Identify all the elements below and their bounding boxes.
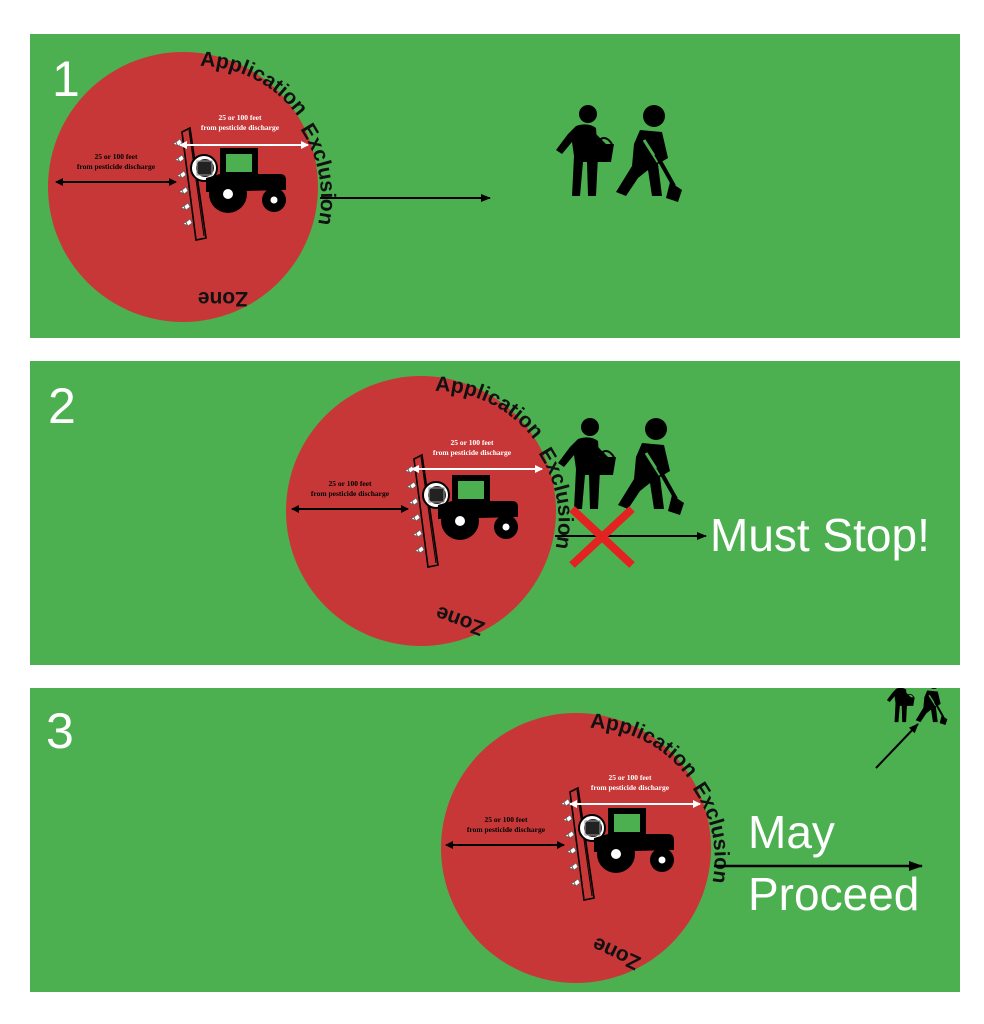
distance-label-left-line1: 25 or 100 feet — [485, 815, 528, 824]
workers-icon-small — [885, 688, 949, 726]
status-label-line2: Proceed — [748, 868, 919, 920]
status-label-line1: May — [748, 806, 835, 858]
distance-label-left-line1: 25 or 100 feet — [95, 152, 138, 161]
distance-label-forward-line2: from pesticide discharge — [433, 448, 512, 457]
distance-label-left-line1: 25 or 100 feet — [329, 479, 372, 488]
distance-label-forward-line1: 25 or 100 feet — [609, 773, 652, 782]
step-number: 3 — [46, 703, 74, 759]
panel-1-diagram: 1 Application Exclusion Zone 25 or 100 f… — [48, 48, 684, 322]
workers-icon — [554, 103, 684, 204]
distance-label-forward-line2: from pesticide discharge — [591, 783, 670, 792]
distance-label-left-line2: from pesticide discharge — [311, 489, 390, 498]
step-number: 1 — [52, 51, 80, 107]
workers-departing-arrow — [875, 723, 919, 769]
panel-2-diagram: 2 Application Exclusion Zone 25 or 100 f… — [48, 373, 930, 646]
exclusion-zone-circle — [441, 713, 711, 983]
distance-label-forward-line1: 25 or 100 feet — [219, 113, 262, 122]
panel-step-1: 1 Application Exclusion Zone 25 or 100 f… — [30, 34, 960, 338]
panel-step-2: 2 Application Exclusion Zone 25 or 100 f… — [30, 361, 960, 665]
stop-x-icon — [569, 506, 635, 568]
distance-label-forward-line2: from pesticide discharge — [201, 123, 280, 132]
distance-label-forward-line1: 25 or 100 feet — [451, 438, 494, 447]
distance-label-left-line2: from pesticide discharge — [467, 825, 546, 834]
status-label: Must Stop! — [710, 509, 930, 561]
zone-label-zone: Zone — [198, 287, 248, 310]
exclusion-zone-circle — [48, 52, 318, 322]
panel-step-3: 3 Application Exclusion Zone 25 or 100 f… — [30, 688, 960, 992]
distance-label-left-line2: from pesticide discharge — [77, 162, 156, 171]
workers-icon — [556, 416, 686, 517]
step-number: 2 — [48, 378, 76, 434]
panel-3-diagram: 3 Application Exclusion Zone 25 or 100 f… — [46, 688, 949, 983]
